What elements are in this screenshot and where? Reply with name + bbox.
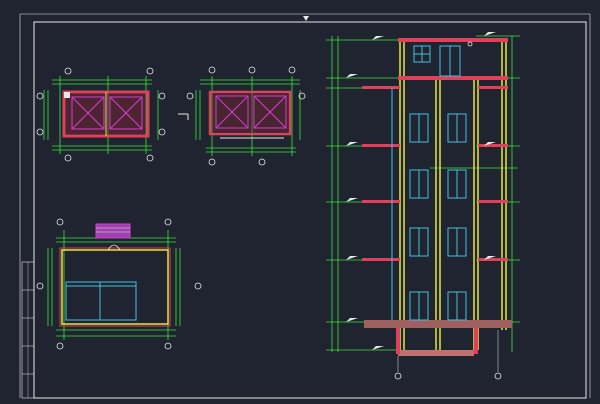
plan-bottom-left (36, 218, 202, 350)
x-cross-icon (215, 95, 287, 129)
plan-top-middle (178, 66, 306, 166)
level-markers (346, 32, 496, 350)
pit-slab (398, 350, 474, 356)
ground-slab (364, 320, 512, 328)
sheet-frame (19, 13, 591, 399)
x-cross-icon (71, 96, 143, 130)
circle-icon (394, 41, 502, 380)
plan-tl-dimensions (43, 76, 159, 154)
plan-top-left (36, 67, 166, 162)
section-slabs (362, 38, 508, 261)
circle-icon (186, 66, 306, 166)
circle-icon (36, 218, 202, 350)
plan-bl-inner (65, 281, 137, 321)
circle-icon (36, 67, 166, 162)
section-windows (391, 45, 467, 321)
louver-icon (95, 223, 131, 239)
plan-tm-dimensions (195, 76, 301, 156)
section-elevation-right (326, 32, 520, 380)
section-columns (399, 40, 507, 350)
